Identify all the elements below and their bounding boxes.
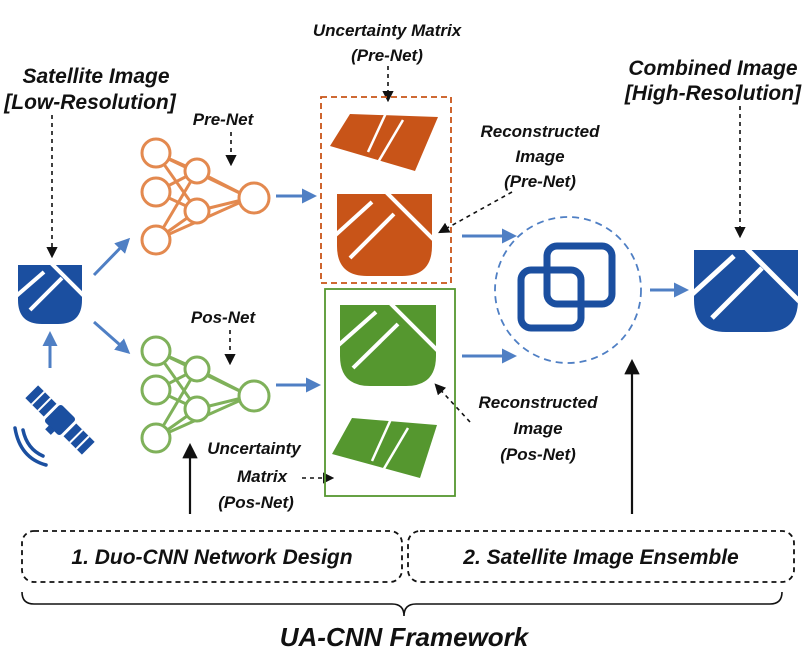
satellite-signal-icon (13, 426, 48, 467)
reconstructed-pre-label: Reconstructed Image (Pre-Net) (480, 122, 600, 191)
satellite-image-label: Satellite Image [Low-Resolution] (3, 65, 176, 114)
uncertainty-pos-line3: (Pos-Net) (218, 493, 294, 512)
reconstructed-pos-line3: (Pos-Net) (500, 445, 576, 464)
satellite-image-label-line2: [Low-Resolution] (3, 91, 176, 114)
reconstructed-image-pos-icon (340, 305, 436, 386)
dashed-arrow-reconstructed-pos (434, 383, 471, 423)
satellite-icon (25, 385, 95, 455)
pos-net-output-box (324, 288, 456, 497)
combined-image-line1: Combined Image (628, 57, 798, 80)
reconstructed-image-pre-icon (337, 194, 432, 276)
satellite-image-label-line1: Satellite Image (22, 65, 169, 88)
arrow-input-to-pos-net (93, 320, 131, 354)
input-satellite-image-icon (18, 265, 82, 324)
uncertainty-pos-line1: Uncertainty (207, 439, 302, 458)
combined-image-label: Combined Image [High-Resolution] (624, 57, 802, 105)
reconstructed-pos-label: Reconstructed Image (Pos-Net) (478, 393, 598, 464)
pre-net-label: Pre-Net (193, 110, 255, 129)
stage-2-box (407, 530, 795, 583)
framework-label: UA-CNN Framework (280, 622, 530, 652)
pre-net-output-box (320, 96, 452, 284)
pos-net-neural-network-icon (140, 335, 271, 454)
reconstructed-pre-line2: Image (515, 147, 564, 166)
dashed-arrow-reconstructed-pre (438, 191, 513, 234)
stage-1-box (21, 530, 403, 583)
uncertainty-matrix-pre-icon (330, 112, 438, 171)
arrow-input-to-pre-net (92, 237, 131, 277)
stage-1-label: 1. Duo-CNN Network Design (71, 546, 352, 569)
stage-2-label: 2. Satellite Image Ensemble (462, 546, 739, 569)
ensemble-overlapping-squares-icon (517, 242, 616, 332)
reconstructed-pos-line2: Image (513, 419, 562, 438)
uncertainty-matrix-pos-label: Uncertainty Matrix (Pos-Net) (207, 439, 302, 512)
combined-image-line2: [High-Resolution] (624, 82, 802, 105)
ensemble-dashed-circle (494, 216, 642, 364)
reconstructed-pre-line3: (Pre-Net) (504, 172, 576, 191)
uncertainty-pre-line1: Uncertainty Matrix (313, 21, 463, 40)
uncertainty-matrix-pre-label: Uncertainty Matrix (Pre-Net) (313, 21, 463, 65)
framework-brace (21, 591, 783, 617)
pos-net-label: Pos-Net (191, 308, 257, 327)
uncertainty-pre-line2: (Pre-Net) (351, 46, 423, 65)
reconstructed-pre-line1: Reconstructed (480, 122, 600, 141)
pre-net-neural-network-icon (140, 137, 271, 256)
reconstructed-pos-line1: Reconstructed (478, 393, 598, 412)
combined-image-icon (694, 250, 798, 332)
uncertainty-matrix-pos-icon (332, 418, 437, 478)
uncertainty-pos-line2: Matrix (237, 467, 289, 486)
